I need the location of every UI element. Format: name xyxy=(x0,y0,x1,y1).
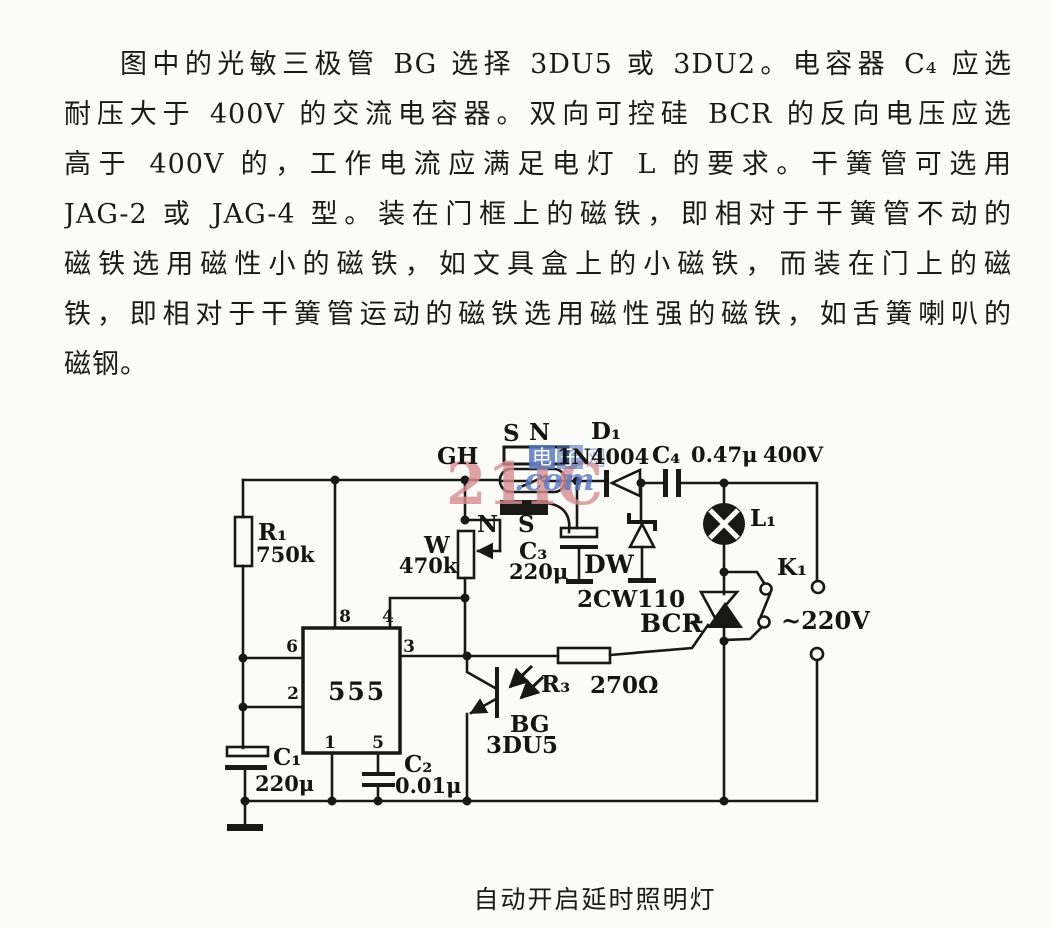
potentiometer-w xyxy=(456,478,502,658)
label-dw-type: 2CW110 xyxy=(577,586,685,613)
label-dw: DW xyxy=(584,550,635,579)
label-pin8: 8 xyxy=(339,607,351,627)
label-pin1: 1 xyxy=(324,733,336,753)
label-pin3: 3 xyxy=(403,637,415,657)
paragraph-line: 图中的光敏三极管 BG 选择 3DU5 或 3DU2。电容器 C₄ 应选 xyxy=(120,49,1012,80)
label-c4-voltage: 400V xyxy=(763,442,824,467)
paragraph-line: 高于 400V 的，工作电流应满足电灯 L 的要求。干簧管可选用 xyxy=(64,149,1012,180)
label-w: W xyxy=(423,532,451,559)
component-labels: GH S N D₁ 1N4004 C₄ 0.47μ 400V L₁ K₁ ~22… xyxy=(255,418,870,798)
diode-d1 xyxy=(604,467,642,499)
label-pin6: 6 xyxy=(286,637,298,657)
watermark: 21IC 电 子 网 .com xyxy=(446,445,606,518)
wires xyxy=(241,478,819,826)
label-ac-voltage: ~220V xyxy=(781,606,870,635)
label-c3-value: 220μ xyxy=(509,559,568,584)
label-bg: BG xyxy=(510,711,550,738)
paragraph-line: 磁钢。 xyxy=(64,349,148,380)
label-magnet-n: N xyxy=(529,419,550,446)
label-c2-value: 0.01μ xyxy=(395,773,462,798)
lamp-l1 xyxy=(703,481,745,574)
paragraph-line: JAG-2 或 JAG-4 型。装在门框上的磁铁，即相对于干簧管不动的 xyxy=(64,199,1012,230)
resistor-r1 xyxy=(233,515,254,568)
label-pin2: 2 xyxy=(287,684,299,704)
label-c4: C₄ xyxy=(652,442,680,469)
paragraph: 图中的光敏三极管 BG 选择 3DU5 或 3DU2。电容器 C₄ 应选 耐压大… xyxy=(64,40,1012,390)
label-bcr: BCR xyxy=(640,609,702,638)
label-r3-value: 270Ω xyxy=(590,672,658,699)
label-magnet-ns: N S xyxy=(477,511,541,538)
ground-symbol xyxy=(227,824,263,831)
label-r1: R₁ xyxy=(258,519,287,546)
ic-555-body xyxy=(241,478,560,803)
label-c2: C₂ xyxy=(404,751,432,778)
figure-caption: 自动开启延时照明灯 xyxy=(473,885,717,914)
paragraph-line: 耐压大于 400V 的交流电容器。双向可控硅 BCR 的反向电压应选 xyxy=(64,99,1012,130)
label-pin5: 5 xyxy=(372,733,384,753)
label-ic-555: 555 xyxy=(328,677,386,706)
ac-terminals xyxy=(809,579,826,662)
watermark-cjk-1: 电 xyxy=(532,445,552,469)
label-c1: C₁ xyxy=(273,744,301,771)
zener-dw xyxy=(627,481,657,583)
capacitor-c1 xyxy=(225,745,270,770)
phototransistor-bg xyxy=(465,654,545,803)
resistor-r3 xyxy=(556,646,612,665)
paragraph-line: 铁，即相对于干簧管运动的磁铁选用磁性强的磁铁，如舌簧喇叭的 xyxy=(64,299,1012,330)
label-c4-value: 0.47μ xyxy=(691,442,758,467)
label-bg-type: 3DU5 xyxy=(486,732,558,759)
label-r3: R₃ xyxy=(541,671,570,698)
label-pin4: 4 xyxy=(382,607,394,627)
label-k1: K₁ xyxy=(777,554,807,581)
capacitor-c4 xyxy=(663,469,681,497)
label-d1-type: 1N4004 xyxy=(557,444,649,469)
label-c1-value: 220μ xyxy=(255,771,314,796)
capacitor-c3 xyxy=(559,479,599,584)
label-l1: L₁ xyxy=(750,505,776,532)
switch-k1 xyxy=(722,570,773,642)
label-gh: GH xyxy=(437,443,478,470)
label-w-value: 470k xyxy=(399,553,458,578)
label-r1-value: 750k xyxy=(256,542,315,567)
label-magnet-s: S xyxy=(503,420,520,447)
watermark-cjk-2: 子 xyxy=(560,445,580,469)
junction-dots xyxy=(238,475,729,806)
label-c3: C₃ xyxy=(519,538,547,565)
watermark-cjk-3: 网 xyxy=(585,446,606,470)
watermark-suffix: .com xyxy=(514,463,594,498)
paragraph-line: 磁铁选用磁性小的磁铁，如文具盒上的小磁铁，而装在门上的磁 xyxy=(64,249,1012,280)
label-d1: D₁ xyxy=(591,418,621,445)
